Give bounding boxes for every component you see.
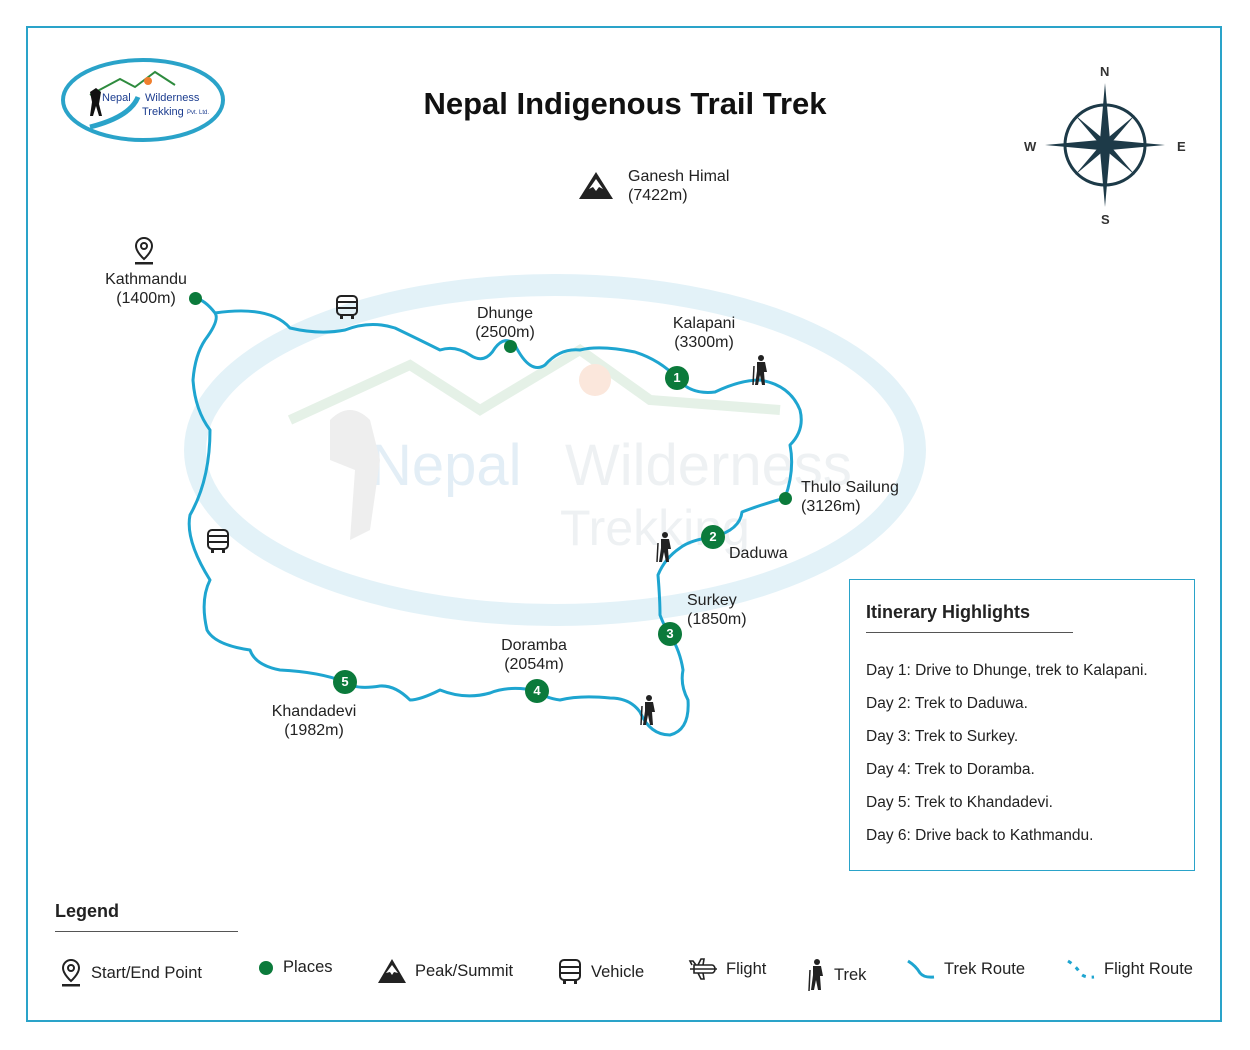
company-logo: Nepal Wilderness Trekking Pvt. Ltd.	[60, 57, 226, 143]
logo-text: Wilderness	[145, 92, 200, 104]
day-marker-5: 5	[333, 670, 357, 694]
compass-north: N	[1100, 64, 1110, 79]
peak-label: Ganesh Himal(7422m)	[628, 168, 730, 204]
trek-route-icon	[907, 959, 935, 979]
trekker-icon	[752, 355, 767, 386]
legend-title: Legend	[55, 901, 120, 921]
map-title: Nepal Indigenous Trail Trek	[423, 86, 827, 121]
legend-label: Places	[283, 958, 333, 976]
itinerary-panel: Itinerary Highlights Day 1: Drive to Dhu…	[849, 579, 1195, 871]
logo-text: Nepal	[102, 92, 131, 104]
map-frame	[26, 26, 1222, 1022]
place-dot-icon	[259, 960, 273, 975]
label-khandadevi: Khandadevi(1982m)	[271, 703, 357, 739]
label-daduwa: Daduwa	[729, 545, 788, 562]
start-end-point-icon	[61, 958, 81, 987]
peak-icon	[378, 959, 406, 983]
svg-text:Wilderness: Wilderness	[565, 433, 852, 498]
itinerary-day: Day 1: Drive to Dhunge, trek to Kalapani…	[866, 662, 1148, 679]
legend-label: Peak/Summit	[415, 961, 514, 980]
place-dot-kathmandu	[189, 292, 202, 305]
legend-peak: Peak/Summit	[377, 958, 513, 984]
day-marker-4: 4	[525, 679, 549, 703]
compass-rose-icon	[1045, 83, 1165, 207]
legend-flight: Flight	[688, 958, 766, 980]
vehicle-icon	[559, 959, 581, 984]
compass-west: W	[1024, 139, 1037, 154]
label-surkey: Surkey(1850m)	[687, 592, 747, 628]
place-dot-dhunge	[504, 340, 517, 353]
start-end-point-icon	[134, 236, 154, 265]
airplane-icon	[688, 958, 717, 980]
legend-trek-route: Trek Route	[906, 958, 1025, 980]
legend-label: Flight Route	[1104, 959, 1193, 978]
label-kathmandu: Kathmandu(1400m)	[105, 271, 187, 307]
svg-text:Nepal: Nepal	[370, 433, 522, 498]
label-kalapani: Kalapani(3300m)	[672, 315, 736, 351]
legend-flight-route: Flight Route	[1066, 958, 1193, 980]
legend-label: Vehicle	[591, 962, 645, 981]
legend-label: Start/End Point	[91, 963, 202, 982]
itinerary-day: Day 5: Trek to Khandadevi.	[866, 794, 1053, 811]
itinerary-title: Itinerary Highlights	[866, 602, 1031, 622]
trekker-icon	[656, 532, 671, 563]
label-thulo-sailung: Thulo Sailung(3126m)	[801, 479, 899, 515]
day-marker-2: 2	[701, 525, 725, 549]
peak-icon	[579, 172, 613, 199]
vehicle-icon	[336, 295, 358, 319]
logo-text: Trekking	[142, 106, 184, 118]
legend-label: Trek Route	[944, 959, 1026, 978]
divider	[55, 931, 238, 932]
flight-route-icon	[1067, 959, 1095, 979]
trekker-icon	[640, 695, 655, 726]
compass-east: E	[1177, 139, 1186, 154]
logo-text: Pvt. Ltd.	[187, 110, 210, 116]
itinerary-day: Day 4: Trek to Doramba.	[866, 761, 1035, 778]
legend-trek: Trek	[806, 958, 866, 992]
itinerary-day: Day 2: Trek to Daduwa.	[866, 695, 1028, 712]
legend-vehicle: Vehicle	[557, 958, 644, 986]
day-marker-3: 3	[658, 622, 682, 646]
legend-start-end: Start/End Point	[59, 958, 202, 988]
legend-label: Trek	[834, 965, 867, 984]
day-marker-1: 1	[665, 366, 689, 390]
legend-label: Flight	[726, 959, 767, 978]
compass-south: S	[1101, 212, 1110, 227]
place-dot-thulo-sailung	[779, 492, 792, 505]
label-doramba: Doramba(2054m)	[501, 637, 567, 673]
divider	[866, 632, 1073, 633]
itinerary-day: Day 3: Trek to Surkey.	[866, 728, 1019, 745]
trekker-icon	[808, 959, 823, 992]
label-dhunge: Dhunge(2500m)	[475, 305, 535, 341]
legend-places: Places	[257, 958, 333, 977]
vehicle-icon	[207, 529, 229, 553]
itinerary-day: Day 6: Drive back to Kathmandu.	[866, 827, 1094, 844]
